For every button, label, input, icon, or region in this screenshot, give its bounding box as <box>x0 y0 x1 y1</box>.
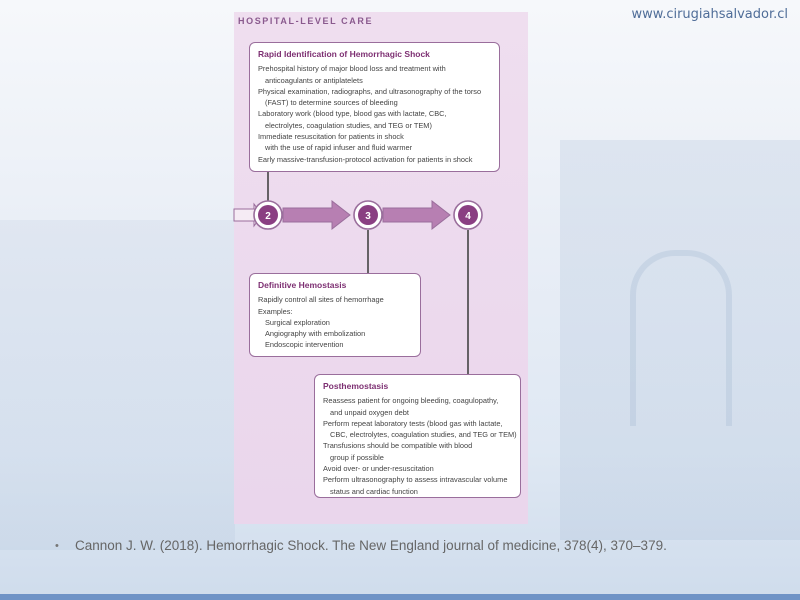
box-line: (FAST) to determine sources of bleeding <box>265 98 398 108</box>
box-line: Immediate resuscitation for patients in … <box>258 132 404 142</box>
step-label-3: 3 <box>365 211 371 222</box>
box-line: Prehospital history of major blood loss … <box>258 64 446 74</box>
box-line: and unpaid oxygen debt <box>330 407 409 417</box>
step-label-4: 4 <box>465 211 471 222</box>
background-building-left <box>0 220 235 550</box>
box-line: Rapidly control all sites of hemorrhage <box>258 295 384 305</box>
box-line: electrolytes, coagulation studies, and T… <box>265 120 432 130</box>
citation-text: Cannon J. W. (2018). Hemorrhagic Shock. … <box>75 538 667 553</box>
box-line: status and cardiac function <box>330 486 418 496</box>
box-line: Angiography with embolization <box>265 329 366 339</box>
box-line: Early massive-transfusion-protocol activ… <box>258 154 473 164</box>
step-circle-2: 2 <box>253 200 283 230</box>
slide-bottom-bar <box>0 594 800 600</box>
box-title: Definitive Hemostasis <box>258 280 347 290</box>
box-line: with the use of rapid infuser and fluid … <box>265 143 413 153</box>
box-posthemostasis: Posthemostasis Reassess patient for ongo… <box>314 374 521 498</box>
bullet-point: • <box>55 540 59 552</box>
box-line: Physical examination, radiographs, and u… <box>258 86 482 96</box>
box-rapid-identification: Rapid Identification of Hemorrhagic Shoc… <box>249 42 500 172</box>
background-building-right <box>560 140 800 540</box>
box-line: Transfusions should be compatible with b… <box>323 441 473 451</box>
box-line: group if possible <box>330 452 384 462</box>
box-line: CBC, electrolytes, coagulation studies, … <box>330 430 517 440</box>
box-line: Perform repeat laboratory tests (blood g… <box>323 418 503 428</box>
step-circle-4: 4 <box>453 200 483 230</box>
website-url: www.cirugiahsalvador.cl <box>631 7 788 22</box>
step-circle-3: 3 <box>353 200 383 230</box>
box-line: Avoid over- or under-resuscitation <box>323 464 434 474</box>
box-title: Rapid Identification of Hemorrhagic Shoc… <box>258 49 430 59</box>
box-line: Laboratory work (blood type, blood gas w… <box>258 109 447 119</box>
background-arch <box>630 250 732 426</box>
step-label-2: 2 <box>265 211 271 222</box>
box-line: Surgical exploration <box>265 317 330 327</box>
box-line: Examples: <box>258 306 293 316</box>
box-line: Perform ultrasonography to assess intrav… <box>323 475 508 485</box>
flow-arrow-3-4 <box>382 199 451 231</box>
flow-arrow-2-3 <box>282 199 351 231</box>
box-definitive-hemostasis: Definitive Hemostasis Rapidly control al… <box>249 273 421 357</box>
box-line: Reassess patient for ongoing bleeding, c… <box>323 396 499 406</box>
box-line: Endoscopic intervention <box>265 340 344 350</box>
box-line: anticoagulants or antiplatelets <box>265 75 363 85</box>
figure-heading: HOSPITAL-LEVEL CARE <box>238 16 374 26</box>
box-title: Posthemostasis <box>323 381 389 391</box>
